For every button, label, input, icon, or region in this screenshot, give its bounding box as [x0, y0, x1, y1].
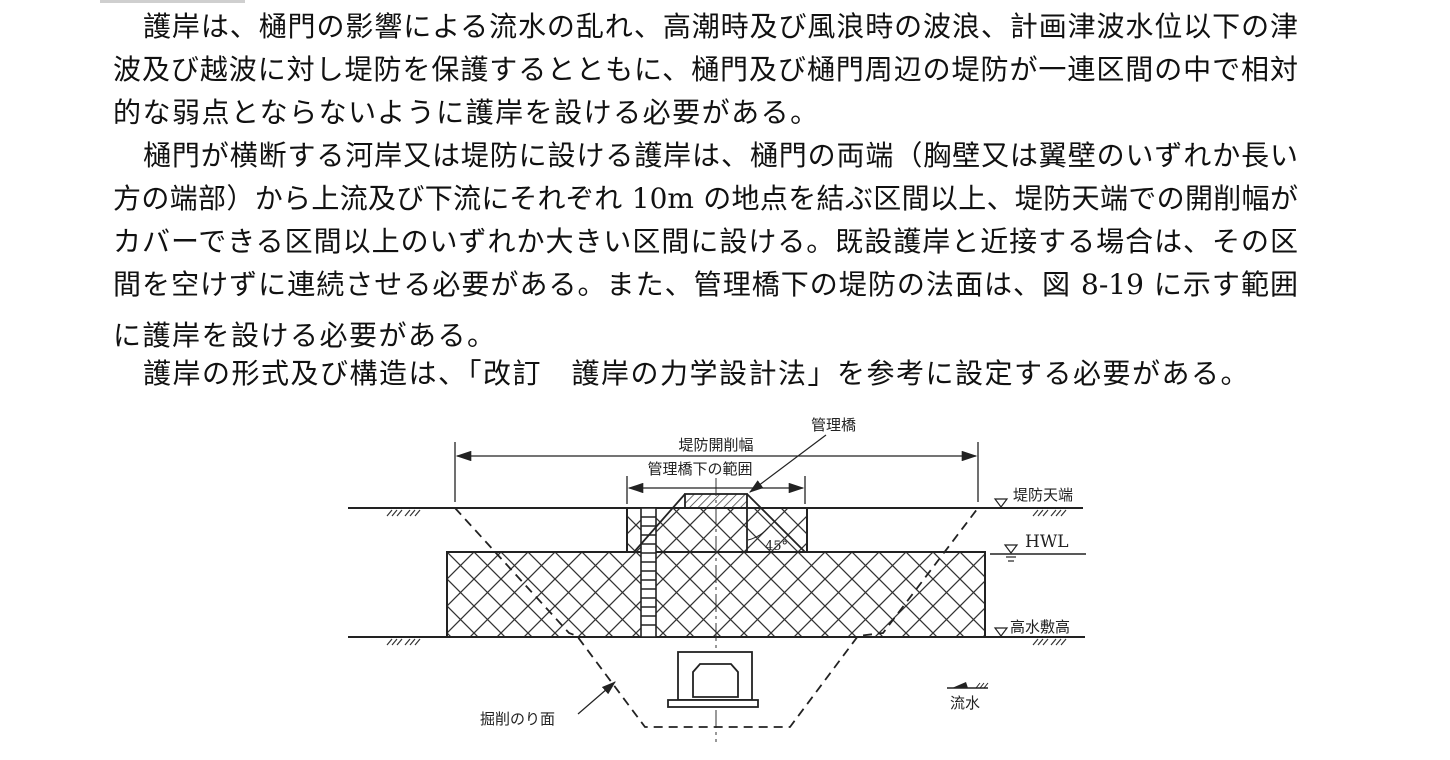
hwl-marker-icon — [1003, 544, 1019, 562]
culvert — [667, 651, 759, 708]
ground-hatch-marks — [386, 509, 1067, 646]
text-line: 間を空けずに連続させる必要がある。また、管理橋下の堤防の法面は、図 8-19 に… — [113, 268, 1298, 301]
text-line: カバーできる区間以上のいずれか大きい区間に設ける。既設護岸と近接する場合は、その… — [113, 225, 1298, 258]
ladder — [640, 507, 657, 638]
angle-label: 45° — [765, 539, 788, 554]
text-line: に護岸を設ける必要がある。 — [113, 319, 497, 352]
upper-revetment-block — [626, 507, 808, 553]
text-line: 波及び越波に対し堤防を保護するとともに、樋門及び樋門周辺の堤防が一連区間の中で相… — [113, 53, 1298, 86]
excavation-slope-line — [454, 507, 979, 728]
text-line: 護岸は、樋門の影響による流水の乱れ、高潮時及び風浪時の波浪、計画津波水位以下の津 — [143, 10, 1298, 43]
text-line: 的な弱点とならないように護岸を設ける必要がある。 — [113, 96, 820, 129]
angle-arc — [747, 527, 769, 541]
bridge-slopes — [633, 493, 806, 553]
excavation-width-dimension — [454, 442, 979, 502]
text-line: 護岸の形式及び構造は、「改訂 護岸の力学設計法」を参考に設定する必要がある。 — [143, 357, 1251, 390]
page-top-rule — [100, 0, 245, 3]
flow-label: 流水 — [950, 694, 980, 712]
excavation-slope-leader — [577, 681, 616, 715]
flow-direction-arrow-icon — [947, 682, 989, 689]
hwl-label: HWL — [1025, 532, 1069, 552]
under-bridge-dimension — [626, 476, 806, 504]
floodplain-level-marker-icon — [993, 627, 1009, 637]
text-line: 方の端部）から上流及び下流にそれぞれ 10m の地点を結ぶ区間以上、堤防天端での… — [113, 182, 1298, 215]
excavation-width-label: 堤防開削幅 — [678, 436, 753, 454]
floodplain-label: 高水敷高 — [1010, 618, 1070, 636]
text-line: 樋門が横断する河岸又は堤防に設ける護岸は、樋門の両端（胸壁又は翼壁のいずれか長い — [143, 139, 1298, 172]
under-bridge-range-label: 管理橋下の範囲 — [647, 460, 752, 478]
crest-level-marker-icon — [993, 498, 1009, 508]
bridge-leader — [749, 434, 827, 493]
excavation-slope-label: 掘削のり面 — [480, 710, 555, 728]
crest-label: 堤防天端 — [1013, 486, 1073, 504]
bridge-label: 管理橋 — [811, 416, 856, 434]
